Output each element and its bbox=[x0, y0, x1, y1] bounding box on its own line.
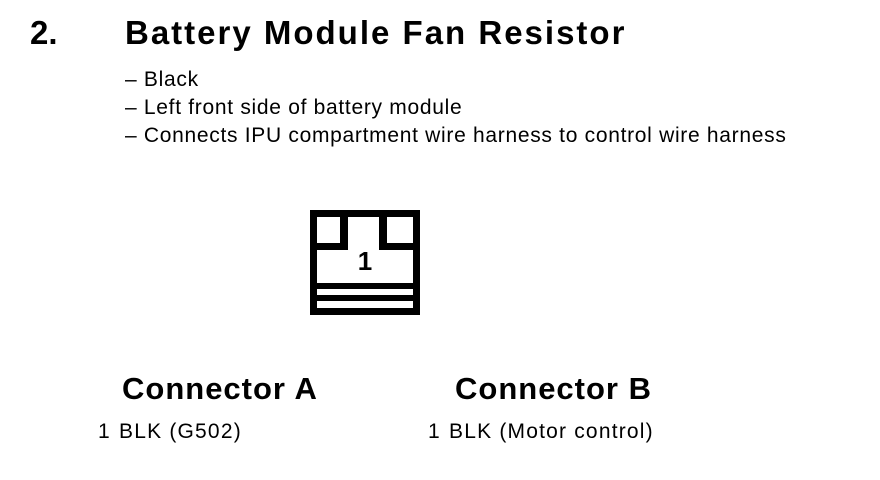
connector-b-title: Connector B bbox=[455, 371, 652, 406]
section-heading: 2. Battery Module Fan Resistor bbox=[30, 13, 626, 53]
connector-a-section: Connector A 1 BLK (G502) bbox=[98, 372, 318, 444]
connector-left-slot-bottom bbox=[317, 243, 348, 250]
connector-lock-stripe-top bbox=[317, 283, 413, 289]
connector-left-slot-wall bbox=[340, 217, 348, 250]
connector-a-pin-row: 1 BLK (G502) bbox=[98, 420, 318, 444]
connector-a-pin-label: BLK (G502) bbox=[119, 420, 242, 443]
connector-b-pin-label: BLK (Motor control) bbox=[449, 420, 654, 443]
connector-a-pin-number: 1 bbox=[98, 420, 111, 443]
bullet-item-function: – Connects IPU compartment wire harness … bbox=[125, 124, 787, 147]
bullet-item-color: – Black bbox=[125, 68, 199, 91]
connector-lock-stripe-bottom bbox=[317, 295, 413, 301]
bullet-item-location: – Left front side of battery module bbox=[125, 96, 463, 119]
connector-a-title: Connector A bbox=[122, 371, 318, 406]
connector-right-slot-wall bbox=[379, 217, 387, 250]
connector-b-pin-number: 1 bbox=[428, 420, 441, 443]
connector-b-pin-row: 1 BLK (Motor control) bbox=[428, 420, 654, 444]
bullet-list: – Black – Left front side of battery mod… bbox=[125, 66, 787, 150]
section-number: 2. bbox=[30, 14, 58, 51]
page-title: Battery Module Fan Resistor bbox=[125, 14, 627, 51]
diagram-pin-1-label: 1 bbox=[357, 246, 373, 276]
connector-diagram: 1 bbox=[310, 210, 420, 315]
connector-right-slot-bottom bbox=[379, 243, 413, 250]
connector-b-section: Connector B 1 BLK (Motor control) bbox=[428, 372, 654, 444]
